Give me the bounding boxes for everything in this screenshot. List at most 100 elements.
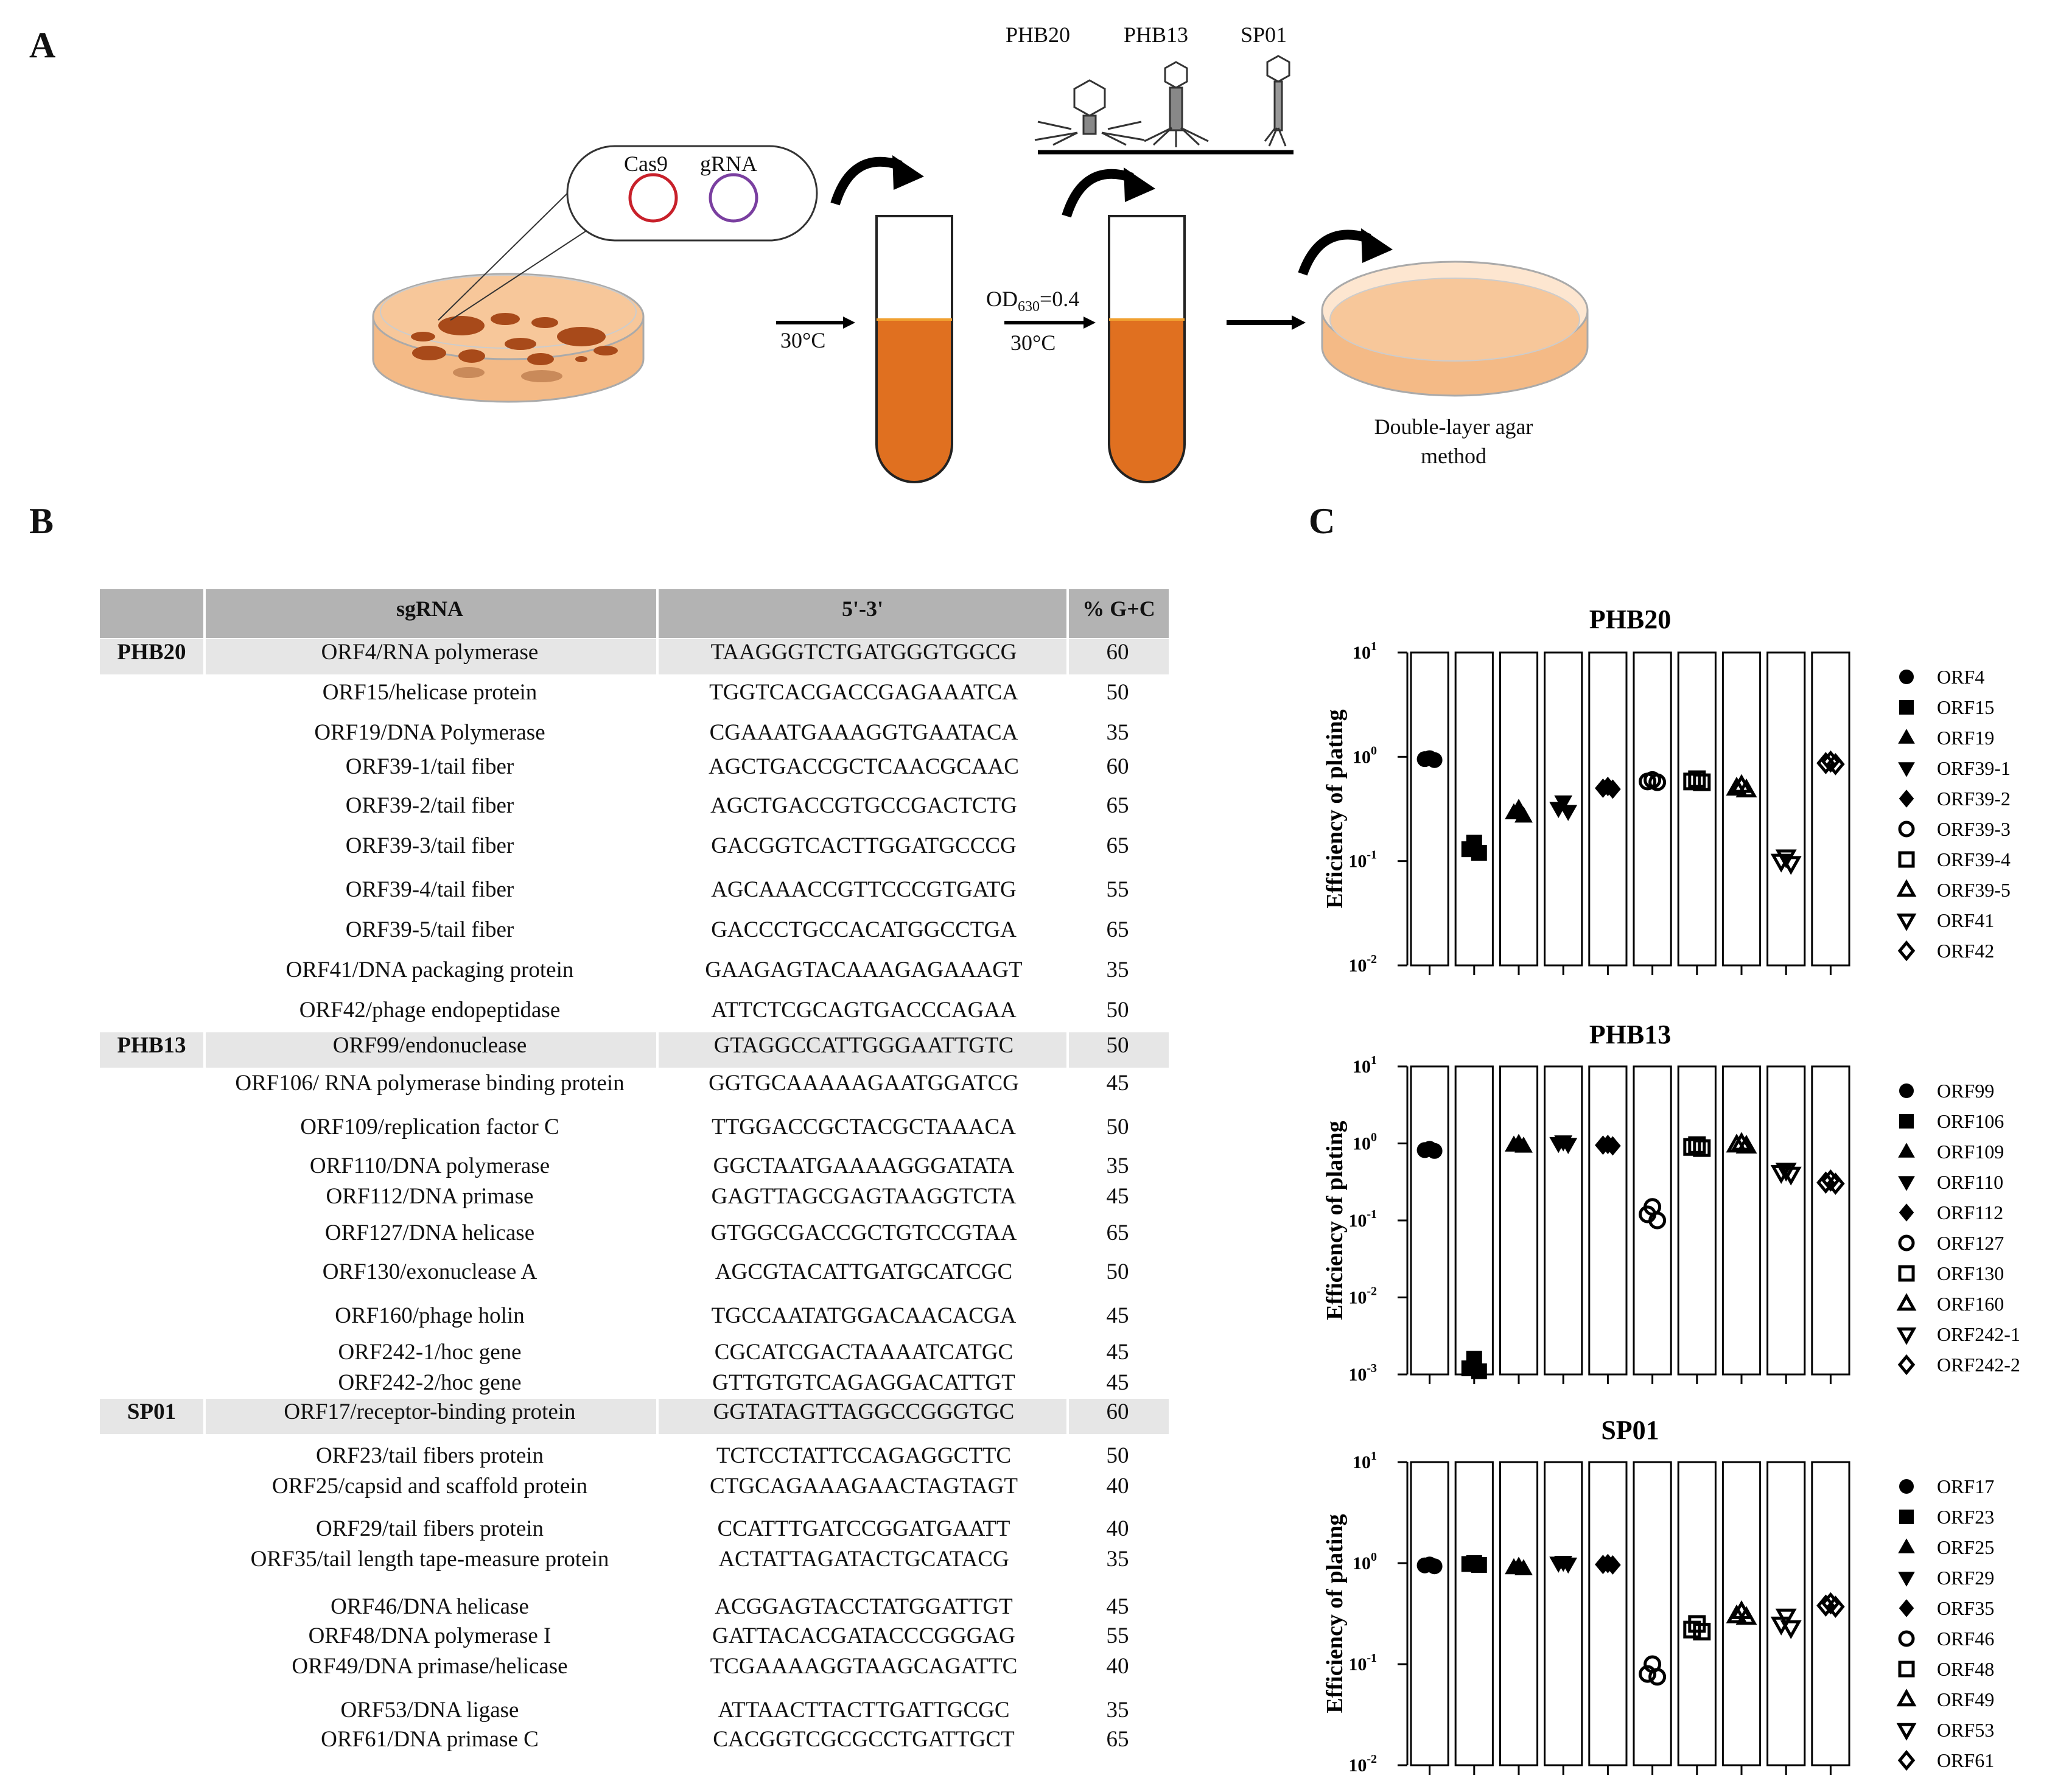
legend-label: ORF130 — [1937, 1262, 2004, 1284]
od-label: OD630=0.4 — [986, 287, 1080, 315]
gc-cell: 50 — [1106, 1115, 1129, 1139]
data-point-orf160 — [1735, 1135, 1757, 1154]
legend-marker — [1898, 851, 1915, 868]
sequence-cell: GTGGCGACCGCTGTCCGTAA — [710, 1220, 1017, 1245]
legend-marker — [1898, 762, 1915, 777]
sgrna-cell: ORF61/DNA primase C — [321, 1727, 539, 1752]
data-point-orf39-4 — [1683, 772, 1701, 791]
legend-marker — [1898, 1538, 1915, 1553]
sequence-cell: AGCAAACCGTTCCCGTGATG — [711, 877, 1017, 902]
phage-label-sp01: SP01 — [1241, 23, 1287, 47]
final-step-label-1: Double-layer agar — [1374, 415, 1533, 439]
sequence-cell: TCGAAAAGGTAAGCAGATTC — [710, 1654, 1018, 1679]
sgrna-cell: ORF99/endonuclease — [332, 1033, 527, 1058]
sequence-cell: CTGCAGAAAGAACTAGTAGT — [710, 1474, 1018, 1499]
curved-arrow-2 — [1062, 169, 1134, 218]
category-column-orf48 — [1677, 1461, 1717, 1766]
legend-marker — [1898, 1143, 1915, 1158]
sgrna-cell: ORF242-2/hoc gene — [338, 1370, 522, 1395]
data-point-orf39-4 — [1688, 770, 1706, 788]
sequence-cell: ATTCTCGCAGTGACCCAGAA — [711, 998, 1017, 1023]
legend-marker — [1896, 1327, 1917, 1345]
legend-marker — [1899, 1114, 1914, 1129]
gc-cell: 45 — [1106, 1340, 1129, 1365]
gc-cell: 50 — [1106, 998, 1129, 1023]
legend-label: ORF39-4 — [1937, 849, 2011, 870]
gc-cell: 40 — [1106, 1516, 1129, 1541]
header-sgrna: sgRNA — [396, 597, 463, 621]
sgrna-cell: ORF23/tail fibers protein — [315, 1443, 544, 1468]
gc-cell: 55 — [1106, 877, 1129, 902]
sgrna-cell: ORF15/helicase protein — [322, 680, 537, 705]
gc-cell: 40 — [1106, 1474, 1129, 1499]
category-column-orf25 — [1499, 1461, 1539, 1766]
sequence-cell: AGCTGACCGCTCAACGCAAC — [709, 754, 1019, 779]
legend-marker — [1898, 1630, 1915, 1647]
legend-marker — [1898, 729, 1915, 744]
legend-label: ORF39-3 — [1937, 818, 2011, 840]
legend-label: ORF25 — [1937, 1536, 1994, 1558]
workflow-schematic — [372, 55, 1589, 483]
final-step-label-2: method — [1421, 444, 1486, 468]
data-point-orf49 — [1735, 1606, 1757, 1625]
y-axis-label: Efficiency of plating — [1322, 709, 1348, 908]
gc-cell: 60 — [1106, 640, 1129, 665]
data-point-orf53 — [1780, 1620, 1802, 1639]
gc-cell: 65 — [1106, 793, 1129, 818]
cas9-plasmid — [628, 173, 678, 223]
y-axis-label: Efficiency of plating — [1322, 1121, 1348, 1320]
legend-marker — [1897, 1354, 1916, 1376]
legend-marker — [1897, 940, 1916, 962]
culture-tube-2 — [1108, 215, 1186, 483]
sgrna-cell: ORF48/DNA polymerase I — [308, 1623, 551, 1648]
sgrna-cell: ORF25/capsid and scaffold protein — [271, 1474, 588, 1499]
legend-label: ORF41 — [1937, 909, 1994, 931]
sgrna-cell: ORF39-2/tail fiber — [345, 793, 514, 818]
legend-label: ORF112 — [1937, 1202, 2003, 1223]
legend-label: ORF48 — [1937, 1658, 1994, 1680]
table-header: sgRNA 5'-3' % G+C — [100, 589, 1169, 638]
sequence-cell: GACGGTCACTTGGATGCCCG — [711, 833, 1017, 858]
gc-cell: 60 — [1106, 1399, 1129, 1424]
gc-cell: 55 — [1106, 1623, 1129, 1648]
sequence-cell: TGGTCACGACCGAGAAATCA — [709, 680, 1018, 705]
gc-cell: 65 — [1106, 917, 1129, 942]
legend-marker — [1898, 821, 1915, 838]
y-tick-label: 10-1 — [1348, 1651, 1377, 1675]
data-point-orf42 — [1821, 750, 1840, 773]
chart-title: PHB13 — [1589, 1020, 1671, 1049]
sgrna-cell: ORF35/tail length tape-measure protein — [250, 1547, 609, 1572]
legend-label: ORF49 — [1937, 1689, 1994, 1710]
legend-label: ORF39-5 — [1937, 879, 2011, 901]
legend-label: ORF61 — [1937, 1749, 1994, 1771]
category-column-orf53 — [1766, 1461, 1806, 1766]
sequence-cell: CGAAATGAAAGGTGAATACA — [709, 720, 1018, 745]
data-point-orf242-1 — [1780, 1166, 1802, 1186]
legend-marker — [1896, 879, 1917, 897]
y-axis-label: Efficiency of plating — [1322, 1514, 1348, 1713]
y-tick-label: 100 — [1353, 1550, 1377, 1573]
legend-marker — [1898, 1572, 1915, 1587]
sequence-cell: GAGTTAGCGAGTAAGGTCTA — [711, 1184, 1017, 1209]
data-point-orf25 — [1514, 1559, 1533, 1575]
legend-label: ORF42 — [1937, 940, 1994, 962]
data-point-orf242-2 — [1821, 1169, 1840, 1192]
data-point-orf112 — [1605, 1136, 1621, 1156]
gc-cell: 45 — [1106, 1370, 1129, 1395]
data-point-orf42 — [1826, 753, 1845, 775]
sequence-cell: ACGGAGTACCTATGGATTGT — [715, 1594, 1013, 1619]
data-point-orf130 — [1693, 1139, 1711, 1157]
legend-marker — [1899, 789, 1914, 808]
gc-cell: 35 — [1106, 1547, 1129, 1572]
phage-label-phb20: PHB20 — [1006, 23, 1071, 47]
panel-label-c: C — [1309, 501, 1336, 541]
